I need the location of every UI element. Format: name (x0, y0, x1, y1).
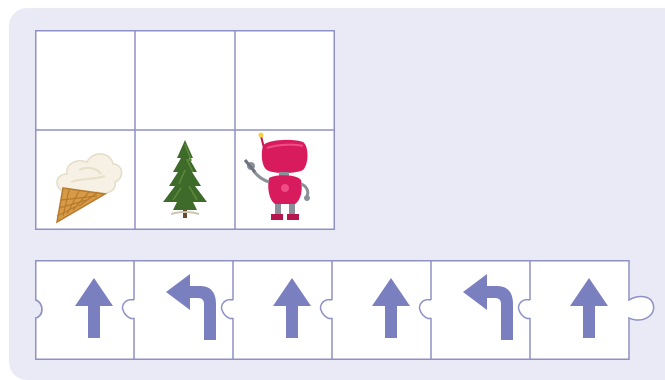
game-board (35, 30, 335, 230)
robot-icon (235, 130, 335, 230)
board-cell-ice-cream (35, 130, 135, 230)
arrow-up-icon (233, 260, 332, 360)
command-forward[interactable] (233, 260, 332, 360)
board-cell-robot (235, 130, 335, 230)
arrow-up-icon (530, 260, 629, 360)
board-cell (135, 30, 235, 130)
command-sequence (35, 260, 665, 360)
tree-icon (135, 130, 235, 230)
arrow-up-icon (332, 260, 431, 360)
turn-left-icon (431, 260, 530, 360)
board-cell-tree (135, 130, 235, 230)
board-cell (235, 30, 335, 130)
command-forward[interactable] (530, 260, 629, 360)
command-forward[interactable] (35, 260, 134, 360)
command-forward[interactable] (332, 260, 431, 360)
turn-left-icon (134, 260, 233, 360)
ice-cream-icon (35, 130, 135, 230)
command-turn-left[interactable] (134, 260, 233, 360)
command-turn-left[interactable] (431, 260, 530, 360)
arrow-up-icon (35, 260, 134, 360)
board-cell (35, 30, 135, 130)
